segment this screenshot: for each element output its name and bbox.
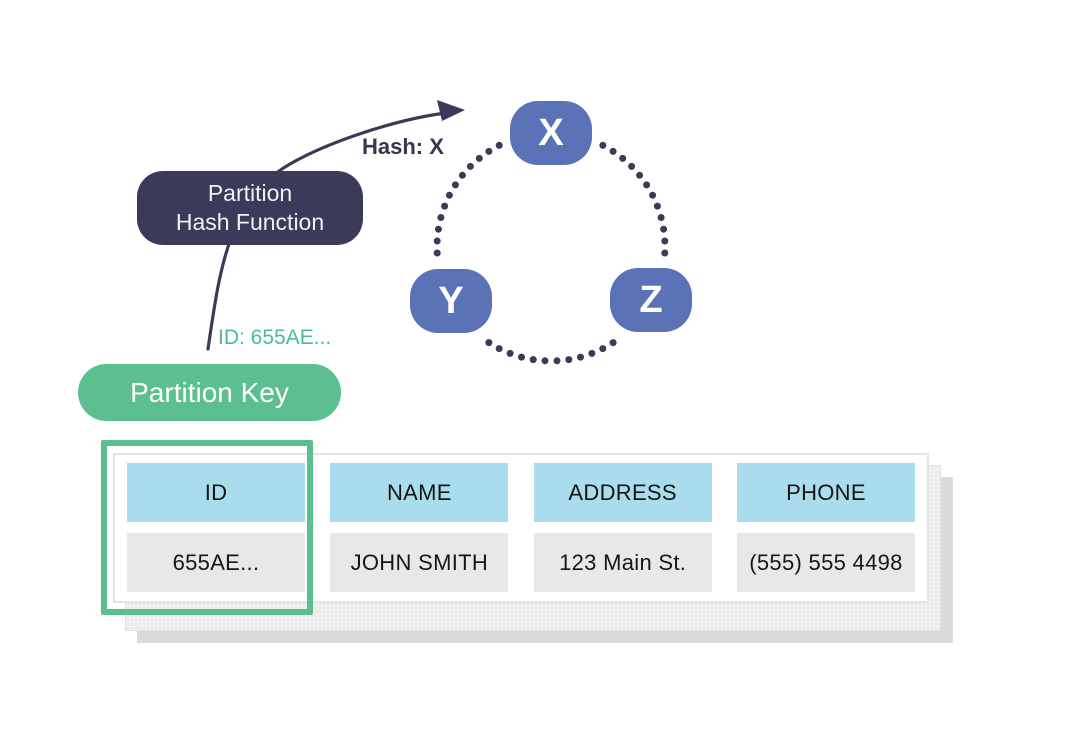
header-cell-id: ID xyxy=(127,463,305,522)
data-cell-address: 123 Main St. xyxy=(533,533,712,592)
table-data-row: 655AE... JOHN SMITH 123 Main St. (555) 5… xyxy=(127,533,915,592)
header-cell-name: NAME xyxy=(330,463,509,522)
data-cell-name: JOHN SMITH xyxy=(330,533,509,592)
ring-node-x: X xyxy=(510,101,592,165)
record-table: ID NAME ADDRESS PHONE 655AE... JOHN SMIT… xyxy=(113,453,929,603)
hash-box-line1: Partition xyxy=(207,180,293,207)
ring-node-z: Z xyxy=(610,268,692,332)
partition-hash-function-box: Partition Hash Function xyxy=(137,171,363,245)
data-cell-phone: (555) 555 4498 xyxy=(736,533,915,592)
header-cell-phone: PHONE xyxy=(736,463,915,522)
hash-ring-dots xyxy=(433,141,669,365)
ring-node-y: Y xyxy=(410,269,492,333)
hash-result-label: Hash: X xyxy=(362,134,444,159)
header-cell-address: ADDRESS xyxy=(533,463,712,522)
table-header-row: ID NAME ADDRESS PHONE xyxy=(127,463,915,522)
data-cell-id: 655AE... xyxy=(127,533,305,592)
hash-box-line2: Hash Function xyxy=(175,209,325,235)
partition-key-value-label: ID: 655AE... xyxy=(218,326,332,349)
partition-key-pill: Partition Key xyxy=(78,364,341,421)
partition-key-column-highlight xyxy=(101,440,313,615)
